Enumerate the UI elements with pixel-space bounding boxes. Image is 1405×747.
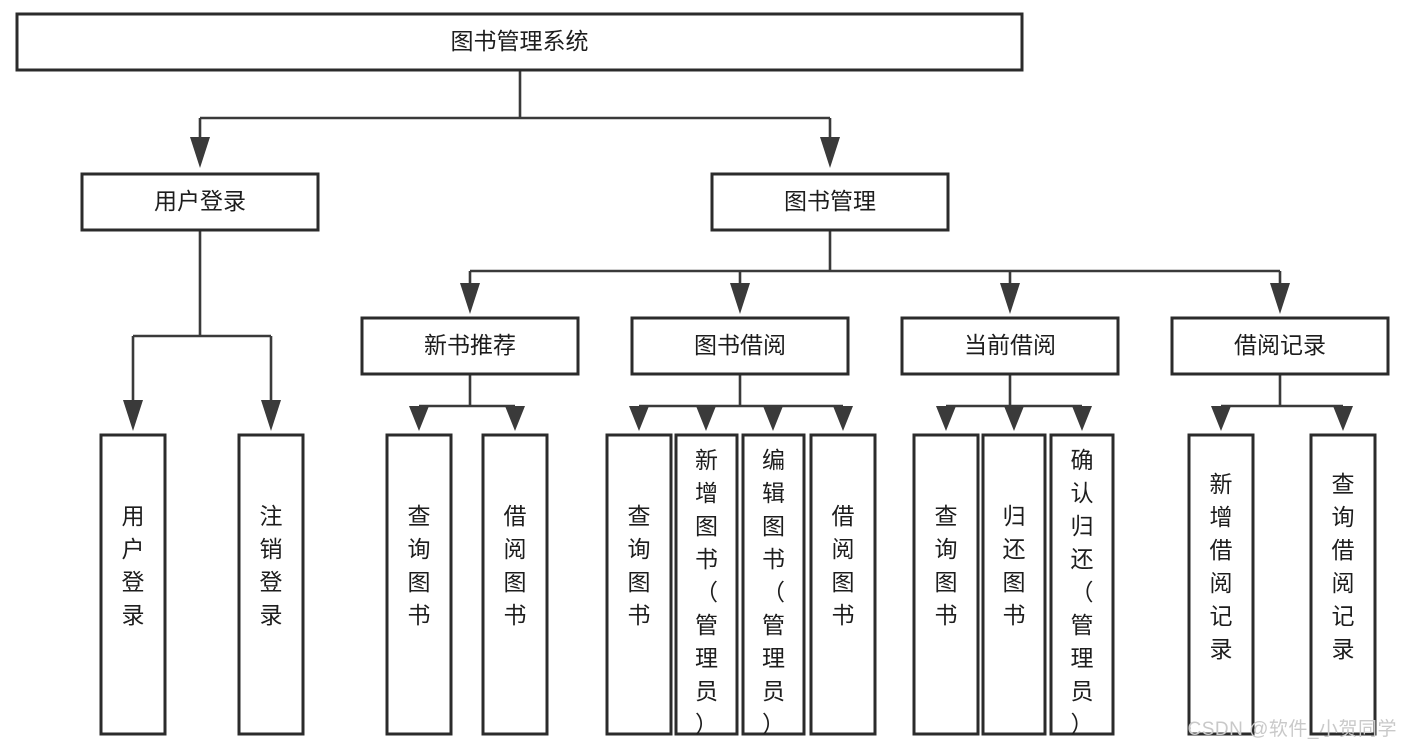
leaf-return-book-box[interactable] <box>981 433 1047 736</box>
connector-group-current-borrow <box>936 374 1092 431</box>
node-book-management-box[interactable] <box>710 172 950 232</box>
connector-group-borrow-record <box>1211 374 1353 431</box>
arrow-head-icon <box>409 406 429 431</box>
node-current-borrow[interactable]: 当前借阅 <box>900 316 1120 376</box>
leaf-user-login-label: 用户登录 <box>122 503 145 628</box>
node-borrow-record[interactable]: 借阅记录 <box>1170 316 1390 376</box>
leaf-confirm-return-admin-box[interactable] <box>1049 433 1115 736</box>
node-new-book-recommend-box[interactable] <box>360 316 580 376</box>
arrow-head-icon <box>696 406 716 431</box>
arrow-head-icon <box>936 406 956 431</box>
leaf-query-borrow-record-box[interactable] <box>1309 433 1377 736</box>
leaf-edit-book-admin-label: 编辑图书（管理员） <box>762 447 785 737</box>
node-borrow-record-label: 借阅记录 <box>1234 332 1326 358</box>
node-book-borrow-box[interactable] <box>630 316 850 376</box>
node-root[interactable]: 图书管理系统 <box>15 12 1024 72</box>
leaf-logout-box[interactable] <box>237 433 305 736</box>
leaf-borrow-book-label: 借阅图书 <box>832 503 855 628</box>
connector-group-user-login <box>123 230 281 431</box>
connector-group-book-borrow <box>629 374 853 431</box>
leaf-add-book-admin[interactable]: 新增图书（管理员） <box>674 433 739 737</box>
leaf-query-book-recommend-box[interactable] <box>385 433 453 736</box>
node-book-borrow-label: 图书借阅 <box>694 332 786 358</box>
node-user-login-box[interactable] <box>80 172 320 232</box>
leaf-nodes-group: 用户登录 注销登录 查询图书 借阅图书 查询图书 新增图书（管理员） 编辑图书（… <box>99 433 1377 737</box>
leaf-borrow-book-recommend-box[interactable] <box>481 433 549 736</box>
leaf-confirm-return-admin-label: 确认归还（管理员） <box>1071 447 1094 737</box>
arrow-head-icon <box>1000 283 1020 314</box>
connector-group-root <box>190 70 840 168</box>
arrow-head-icon <box>820 137 840 168</box>
leaf-query-book-recommend[interactable]: 查询图书 <box>385 433 453 736</box>
leaf-query-book-recommend-label: 查询图书 <box>408 503 431 628</box>
node-new-book-recommend-label: 新书推荐 <box>424 332 516 358</box>
leaf-borrow-book-box[interactable] <box>809 433 877 736</box>
node-book-borrow[interactable]: 图书借阅 <box>630 316 850 376</box>
arrow-head-icon <box>763 406 783 431</box>
leaf-query-borrow-record-label: 查询借阅记录 <box>1332 471 1355 662</box>
leaf-user-login[interactable]: 用户登录 <box>99 433 167 736</box>
node-borrow-record-box[interactable] <box>1170 316 1390 376</box>
node-current-borrow-label: 当前借阅 <box>964 332 1056 358</box>
leaf-edit-book-admin-box[interactable] <box>741 433 806 736</box>
arrow-head-icon <box>629 406 649 431</box>
leaf-borrow-book[interactable]: 借阅图书 <box>809 433 877 736</box>
leaf-return-book[interactable]: 归还图书 <box>981 433 1047 736</box>
leaf-query-book-borrow-box[interactable] <box>605 433 673 736</box>
node-user-login[interactable]: 用户登录 <box>80 172 320 232</box>
leaf-confirm-return-admin[interactable]: 确认归还（管理员） <box>1049 433 1115 737</box>
leaf-add-borrow-record[interactable]: 新增借阅记录 <box>1187 433 1255 736</box>
arrow-head-icon <box>1270 283 1290 314</box>
node-user-login-label: 用户登录 <box>154 188 246 214</box>
node-book-management-label: 图书管理 <box>784 188 876 214</box>
connector-group-book-mgmt <box>460 230 1290 314</box>
leaf-borrow-book-recommend-label: 借阅图书 <box>504 503 527 628</box>
node-book-management[interactable]: 图书管理 <box>710 172 950 232</box>
arrow-head-icon <box>833 406 853 431</box>
leaf-query-borrow-record[interactable]: 查询借阅记录 <box>1309 433 1377 736</box>
leaf-add-borrow-record-box[interactable] <box>1187 433 1255 736</box>
leaf-query-book-current-label: 查询图书 <box>935 503 958 628</box>
leaf-return-book-label: 归还图书 <box>1003 503 1026 628</box>
arrow-head-icon <box>460 283 480 314</box>
arrow-head-icon <box>123 400 143 431</box>
leaf-logout-label: 注销登录 <box>260 503 283 628</box>
leaf-query-book-borrow[interactable]: 查询图书 <box>605 433 673 736</box>
leaf-query-book-borrow-label: 查询图书 <box>628 503 651 628</box>
leaf-borrow-book-recommend[interactable]: 借阅图书 <box>481 433 549 736</box>
leaf-logout[interactable]: 注销登录 <box>237 433 305 736</box>
leaf-query-book-current[interactable]: 查询图书 <box>912 433 980 736</box>
node-root-box[interactable] <box>15 12 1024 72</box>
leaf-edit-book-admin[interactable]: 编辑图书（管理员） <box>741 433 806 737</box>
arrow-head-icon <box>261 400 281 431</box>
leaf-user-login-box[interactable] <box>99 433 167 736</box>
node-root-label: 图书管理系统 <box>451 28 589 54</box>
arrow-head-icon <box>505 406 525 431</box>
leaf-query-book-current-box[interactable] <box>912 433 980 736</box>
arrow-head-icon <box>1333 406 1353 431</box>
arrow-head-icon <box>730 283 750 314</box>
node-new-book-recommend[interactable]: 新书推荐 <box>360 316 580 376</box>
arrow-head-icon <box>1211 406 1231 431</box>
arrow-head-icon <box>1072 406 1092 431</box>
leaf-add-book-admin-label: 新增图书（管理员） <box>695 447 718 737</box>
node-current-borrow-box[interactable] <box>900 316 1120 376</box>
leaf-add-book-admin-box[interactable] <box>674 433 739 736</box>
leaf-add-borrow-record-label: 新增借阅记录 <box>1210 471 1233 662</box>
connector-group-new-book <box>409 374 525 431</box>
arrow-head-icon <box>190 137 210 168</box>
arrow-head-icon <box>1004 406 1024 431</box>
